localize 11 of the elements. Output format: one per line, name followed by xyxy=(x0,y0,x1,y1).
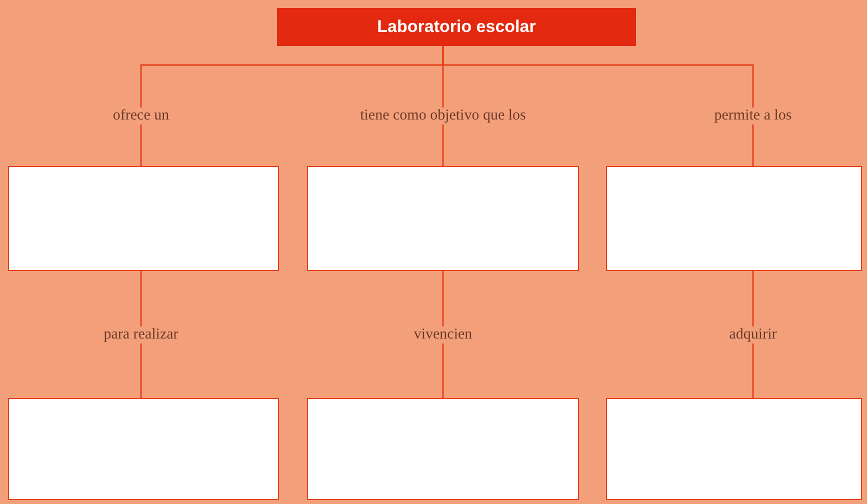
answer-box xyxy=(307,166,579,271)
answer-box xyxy=(8,166,279,271)
answer-box xyxy=(606,398,862,500)
answer-box xyxy=(8,398,279,500)
title-box: Laboratorio escolar xyxy=(277,8,636,46)
connector-line xyxy=(752,271,754,398)
connector-line xyxy=(442,271,444,398)
answer-box xyxy=(307,398,579,500)
answer-box xyxy=(606,166,862,271)
connector-line xyxy=(442,46,754,166)
connector-line xyxy=(140,271,142,398)
